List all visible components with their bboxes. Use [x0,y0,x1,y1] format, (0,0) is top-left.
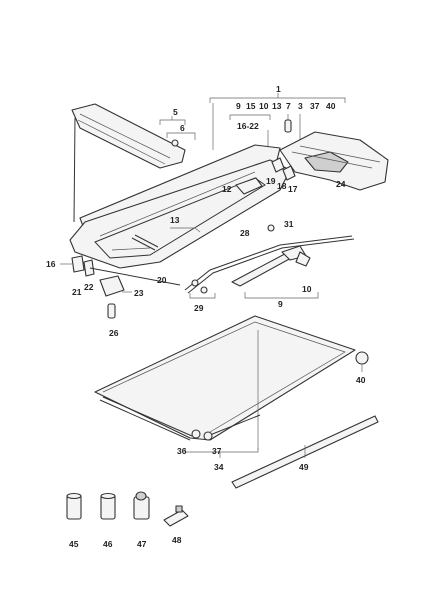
label-19: 19 [266,176,276,186]
label-49: 49 [299,462,309,472]
left-hardware [60,255,216,319]
label-40b: 40 [356,375,366,385]
label-16-22: 16-22 [237,121,259,131]
label-12: 12 [222,184,232,194]
label-47: 47 [137,539,147,549]
drive-assembly [271,119,389,191]
label-23: 23 [134,288,144,298]
label-10: 10 [259,101,269,111]
callout-group-1 [209,93,346,160]
label-48: 48 [172,535,182,545]
sunroof-frame [69,144,291,269]
label-1: 1 [276,84,281,94]
label-6: 6 [180,123,185,133]
glass-panel-34 [94,315,356,458]
label-9: 9 [236,101,241,111]
bracket-12 [235,177,263,195]
label-20: 20 [157,275,167,285]
label-29: 29 [194,303,204,313]
bushing-40 [355,351,369,372]
label-15: 15 [246,101,256,111]
label-3: 3 [298,101,303,111]
label-7: 7 [286,101,291,111]
label-31: 31 [284,219,294,229]
callout-labels: 1 9 15 10 13 7 3 37 40 16-22 5 6 12 19 1… [46,84,366,549]
wind-deflector [71,103,196,223]
seal-strip-49 [231,415,379,489]
label-13: 13 [272,101,282,111]
label-28: 28 [240,228,250,238]
label-17: 17 [288,184,298,194]
label-26: 26 [109,328,119,338]
label-18: 18 [277,181,287,191]
label-22: 22 [84,282,94,292]
label-5: 5 [173,107,178,117]
label-34: 34 [214,462,224,472]
guide-rail-9 [231,245,319,299]
small-parts [66,491,189,527]
drive-cable-28 [184,224,355,294]
drain-tube-13 [131,227,201,251]
label-46: 46 [103,539,113,549]
label-13b: 13 [170,215,180,225]
label-45: 45 [69,539,79,549]
label-36: 36 [177,446,187,456]
label-37: 37 [310,101,320,111]
label-9b: 9 [278,299,283,309]
label-24: 24 [336,179,346,189]
label-10b: 10 [302,284,312,294]
label-21: 21 [72,287,82,297]
label-16: 16 [46,259,56,269]
label-40: 40 [326,101,336,111]
label-37b: 37 [212,446,222,456]
